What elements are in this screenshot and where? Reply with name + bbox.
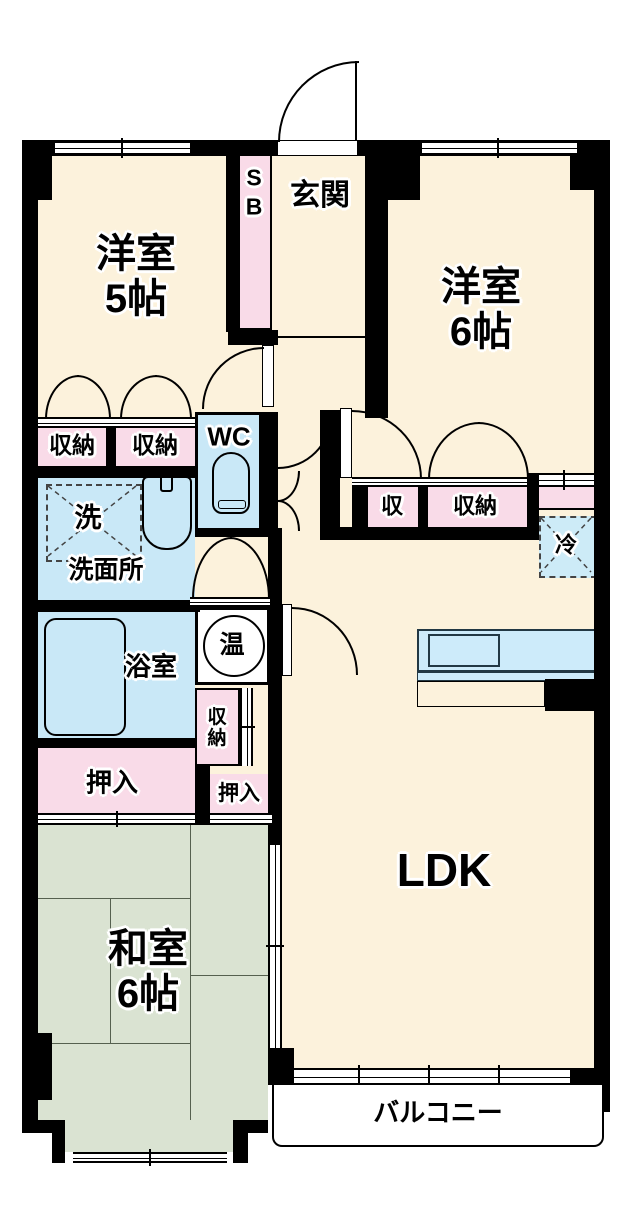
oshiire-main: [38, 748, 195, 813]
wall: [268, 1048, 294, 1085]
washitsu-sliding-door: [266, 845, 284, 1048]
genkan-step-line: [278, 336, 366, 338]
wall: [352, 487, 368, 540]
label-shuno-hall: 収 納: [207, 707, 227, 749]
label-yoshitsu6: 洋室 6帖: [441, 265, 521, 354]
wall: [38, 600, 200, 612]
wall: [539, 508, 594, 510]
shoe-box: [238, 152, 272, 330]
label-on: 温: [219, 631, 245, 659]
label-genkan: 玄関: [290, 179, 350, 213]
bathtub-icon: [44, 618, 126, 736]
label-oshiire-small: 押入: [218, 782, 260, 806]
closet-left-1: [38, 428, 106, 466]
label-shuno-left2: 収納: [132, 432, 178, 459]
closet-shuno-ldk: [428, 487, 527, 527]
label-ldk: LDK: [396, 844, 492, 897]
window: [422, 138, 577, 158]
wall: [418, 477, 428, 540]
oshiire-track: [38, 811, 195, 827]
closet-shu-ldk: [368, 487, 418, 527]
accordion-door: [238, 688, 255, 766]
wall: [268, 528, 282, 813]
pass-window: [539, 470, 594, 490]
balcony-area: [272, 1085, 604, 1147]
wall: [52, 1120, 65, 1163]
wall: [38, 466, 195, 478]
kitchen-sink: [428, 634, 500, 667]
wall: [594, 140, 610, 1096]
label-yokushitsu: 浴室: [124, 651, 178, 682]
washer-x-lines: [47, 485, 137, 557]
door-leaf-entrance: [355, 61, 357, 141]
wall: [22, 156, 52, 200]
wall: [233, 1120, 248, 1163]
closet-left-2: [116, 428, 195, 466]
window-ldk-balcony: [294, 1065, 570, 1088]
wall: [22, 140, 38, 1133]
label-oshiire-main: 押入: [85, 767, 139, 798]
wall: [570, 156, 594, 190]
wall: [22, 1033, 52, 1100]
wall: [195, 528, 278, 537]
room-washitsu-bay-floor: [65, 1120, 235, 1152]
tatami-line: [190, 975, 268, 976]
entrance-doorway: [278, 141, 357, 155]
window-washitsu-bay: [73, 1149, 227, 1166]
wall: [320, 410, 340, 540]
washer-space: [46, 484, 142, 562]
window: [55, 138, 190, 158]
wall: [388, 156, 420, 200]
refrigerator-x-lines: [540, 517, 592, 573]
label-shuno-ldk: 収納: [452, 493, 498, 519]
wall: [106, 417, 116, 467]
door-leaf-senmenjo: [282, 604, 292, 676]
oshiire-track: [210, 813, 272, 825]
label-rei: 冷: [554, 532, 578, 558]
door-leaf-yoshitsu6: [340, 408, 352, 478]
wall: [320, 527, 535, 540]
wall: [226, 150, 238, 332]
wall: [38, 738, 195, 748]
closet-track: [38, 417, 195, 428]
label-balcony: バルコニー: [373, 1097, 503, 1128]
label-yoshitsu5: 洋室 5帖: [96, 232, 176, 321]
label-washitsu: 和室 6帖: [108, 927, 188, 1016]
label-sen: 洗: [74, 502, 102, 533]
toilet-seat-line: [218, 500, 246, 509]
label-wc: WC: [207, 421, 251, 452]
label-shuno-left1: 収納: [49, 432, 95, 459]
tatami-line: [110, 898, 111, 1043]
room-washitsu-floor: [38, 825, 268, 1120]
wall: [527, 473, 539, 540]
label-senmenjo: 洗面所: [68, 556, 144, 584]
closet-strip-right: [539, 487, 594, 508]
wall: [228, 330, 278, 345]
label-sb: S B: [245, 164, 263, 219]
kitchen-lower-counter: [417, 681, 545, 707]
tatami-line: [38, 1043, 190, 1044]
wall: [365, 156, 388, 418]
wall: [560, 1068, 600, 1085]
door-arc-entrance: [278, 61, 359, 142]
wall: [195, 766, 210, 825]
oshiire-small: [210, 774, 272, 813]
label-shu-ldk: 収: [380, 493, 404, 519]
refrigerator-space: [539, 516, 597, 578]
wall: [262, 412, 278, 532]
tatami-line: [190, 825, 191, 1120]
water-heater-circle: [203, 615, 265, 677]
tatami-line: [38, 898, 190, 899]
